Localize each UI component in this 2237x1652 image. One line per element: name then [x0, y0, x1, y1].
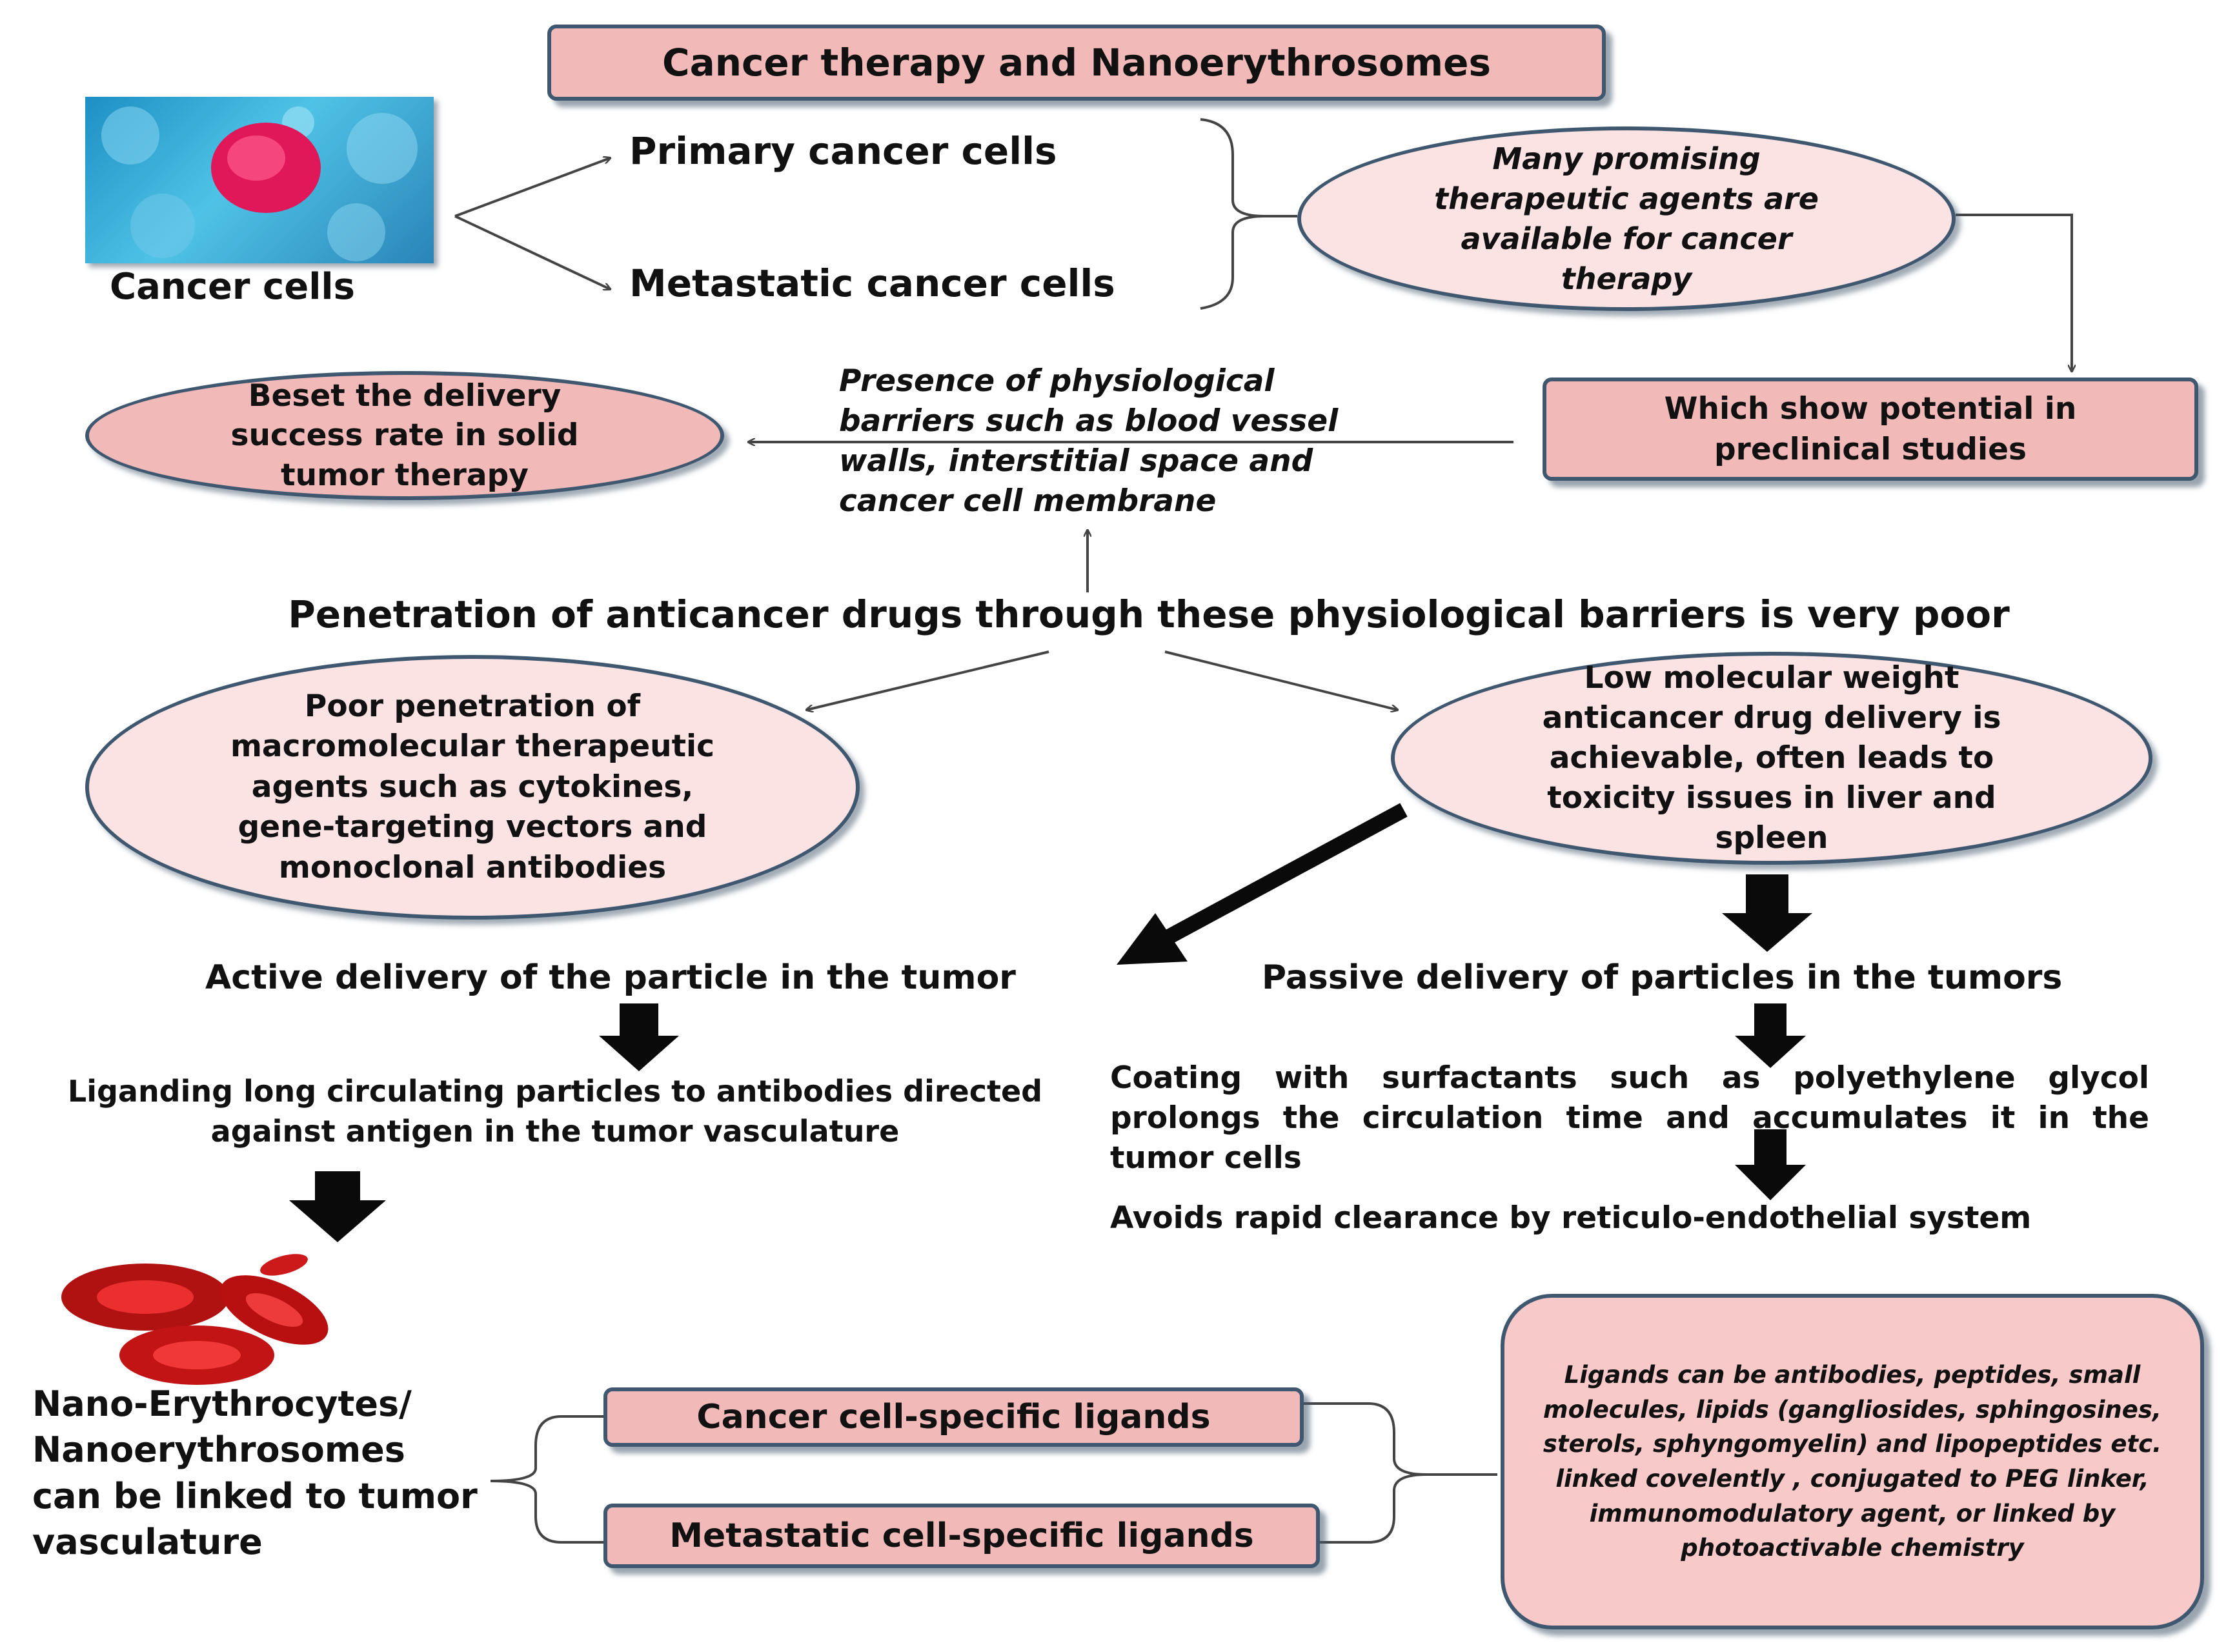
- liganding-text: Liganding long circulating particles to …: [67, 1074, 1043, 1149]
- title-box: Cancer therapy and Nanoerythrosomes: [547, 25, 1606, 101]
- low-mw-oval: Low molecular weight anticancer drug del…: [1391, 652, 2152, 865]
- metastatic-ligands-box: Metastatic cell-specific ligands: [603, 1504, 1320, 1568]
- poor-penetration-oval: Poor penetration of macromolecular thera…: [85, 655, 860, 920]
- cancer-cells-label: Cancer cells: [110, 266, 355, 308]
- brace-left-ligands: [490, 1415, 603, 1544]
- down-arrow-to-passive: [1722, 874, 1812, 952]
- cancer-cells-image: [85, 97, 434, 263]
- active-delivery-label: Active delivery of the particle in the t…: [205, 958, 1016, 997]
- arrow-to-primary: [454, 158, 610, 217]
- down-arrow-to-avoids: [1735, 1129, 1806, 1200]
- passive-delivery-label: Passive delivery of particles in the tum…: [1262, 958, 2063, 997]
- brace-cell-types: [1200, 118, 1266, 310]
- promising-agents-oval: Many promising therapeutic agents are av…: [1297, 126, 1956, 311]
- metastatic-cells-label: Metastatic cancer cells: [629, 261, 1115, 305]
- cancer-cell-illustration: [101, 106, 418, 261]
- primary-cells-label: Primary cancer cells: [629, 129, 1057, 173]
- beset-oval: Beset the delivery success rate in solid…: [85, 371, 724, 500]
- arrow-to-poor-penetration: [807, 650, 1049, 710]
- nano-erythrocytes-label: Nano-Erythrocytes/ Nanoerythrosomes can …: [32, 1384, 478, 1562]
- avoids-text: Avoids rapid clearance by reticulo-endot…: [1110, 1200, 2032, 1236]
- cancer-ligands-box: Cancer cell-specific ligands: [603, 1387, 1304, 1447]
- page-title: Cancer therapy and Nanoerythrosomes: [662, 41, 1491, 85]
- down-arrow-to-coating: [1735, 1003, 1806, 1068]
- barriers-text: Presence of physiological barriers such …: [839, 363, 1339, 519]
- down-arrow-to-liganding: [599, 1003, 679, 1071]
- arrow-to-active: [1117, 913, 1188, 965]
- preclinical-box: Which show potential in preclinical stud…: [1543, 378, 2198, 481]
- down-arrow-to-rbc: [289, 1171, 386, 1242]
- arrow-to-metastatic: [454, 215, 610, 289]
- brace-right-ligands: [1304, 1402, 1427, 1544]
- ligands-description-box: Ligands can be antibodies, peptides, sma…: [1501, 1294, 2204, 1629]
- penetration-heading: Penetration of anticancer drugs through …: [288, 592, 2010, 636]
- arrow-to-low-mw: [1164, 650, 1397, 710]
- red-blood-cells-image: [61, 1254, 329, 1385]
- arrow-to-preclinical: [1956, 214, 2072, 371]
- coating-text: Coating with surfactants such as polyeth…: [1110, 1060, 2149, 1176]
